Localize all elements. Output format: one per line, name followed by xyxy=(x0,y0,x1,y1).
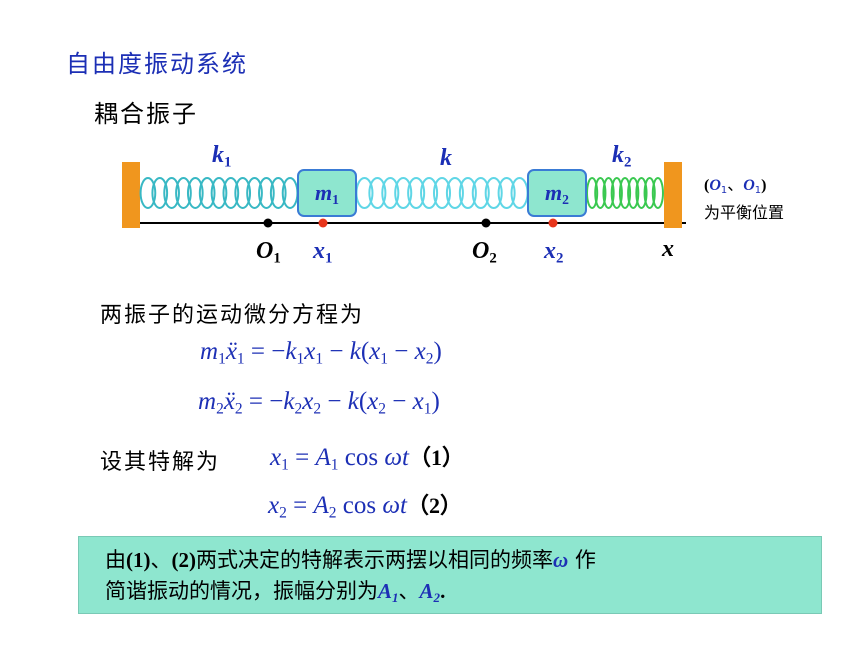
label-x-axis: x xyxy=(662,236,674,262)
spring-k2 xyxy=(586,177,664,209)
spring-coil xyxy=(610,177,623,209)
label-O1: O1 xyxy=(256,238,281,267)
spring-coil xyxy=(635,177,648,209)
spring-coil xyxy=(651,177,664,209)
label-m1: m1 xyxy=(315,180,339,208)
label-k2: k2 xyxy=(612,142,632,171)
equilibrium-note-line1: (O1、O1) xyxy=(704,175,767,196)
spring-coil xyxy=(458,177,477,209)
spring-coil xyxy=(151,177,169,209)
spring-coil xyxy=(594,177,607,209)
omega-symbol: ω xyxy=(553,548,569,572)
spring-coil xyxy=(139,177,157,209)
spring-coil xyxy=(618,177,632,209)
spring-coil xyxy=(163,177,180,209)
spring-k xyxy=(355,177,529,209)
spring-coil xyxy=(368,177,387,209)
equilibrium-note: (O1、O1) 为平衡位置 xyxy=(704,174,784,224)
mass-m2 xyxy=(527,169,587,217)
conclusion-line1: 由(1)、(2)两式决定的特解表示两摆以相同的频率ω 作 xyxy=(105,548,596,572)
spring-coil xyxy=(222,177,240,209)
right-wall xyxy=(664,162,682,228)
equation-intro: 两振子的运动微分方程为 xyxy=(100,303,365,328)
spring-coil xyxy=(586,177,599,209)
label-x1: x1 xyxy=(313,238,333,267)
spring-k1 xyxy=(139,177,299,209)
label-k1: k1 xyxy=(212,142,232,171)
left-wall xyxy=(122,162,140,228)
solution-2: x2 = A2 cos ωt（2） xyxy=(268,492,462,522)
spring-coil xyxy=(471,177,490,209)
mass-m1 xyxy=(297,169,357,217)
slide-subtitle: 耦合振子 xyxy=(94,100,198,128)
spring-coil xyxy=(269,177,287,209)
label-x2: x2 xyxy=(544,238,564,267)
spring-coil xyxy=(420,177,439,209)
equation-2: m2ẍ2 = −k2x2 − k(x2 − x1) xyxy=(198,388,440,418)
label-O2: O2 xyxy=(472,238,497,267)
label-k: k xyxy=(440,145,452,171)
spring-coil xyxy=(394,177,413,209)
spring-coil xyxy=(484,177,503,209)
spring-coil xyxy=(643,177,656,209)
spring-coil xyxy=(497,177,516,209)
conclusion-line2: 简谐振动的情况，振幅分别为A1、A2. xyxy=(105,579,446,605)
point-O1 xyxy=(263,218,273,228)
conclusion-box: 由(1)、(2)两式决定的特解表示两摆以相同的频率ω 作 简谐振动的情况，振幅分… xyxy=(78,536,822,614)
spring-coil xyxy=(198,177,216,209)
solution-1: x1 = A1 cos ωt（1） xyxy=(270,444,464,474)
spring-coil xyxy=(445,177,464,209)
spring-coil xyxy=(432,177,452,209)
point-x1 xyxy=(318,218,328,228)
spring-coil xyxy=(234,177,252,209)
point-x2 xyxy=(548,218,558,228)
equation-1: m1ẍ1 = −k1x1 − k(x1 − x2) xyxy=(200,338,442,368)
spring-coil xyxy=(246,177,263,209)
label-m2: m2 xyxy=(545,180,569,208)
spring-coil xyxy=(602,177,615,209)
spring-coil xyxy=(210,177,228,209)
spring-coil xyxy=(407,177,426,209)
coupled-oscillator-diagram xyxy=(122,162,686,228)
spring-coil xyxy=(627,177,640,209)
point-O2 xyxy=(481,218,491,228)
spring-coil xyxy=(258,177,275,209)
spring-coil xyxy=(381,177,400,209)
spring-coil xyxy=(175,177,192,209)
solution-intro: 设其特解为 xyxy=(100,450,221,475)
equilibrium-note-line2: 为平衡位置 xyxy=(704,202,785,222)
spring-coil xyxy=(186,177,204,209)
slide-title: 自由度振动系统 xyxy=(66,50,248,78)
